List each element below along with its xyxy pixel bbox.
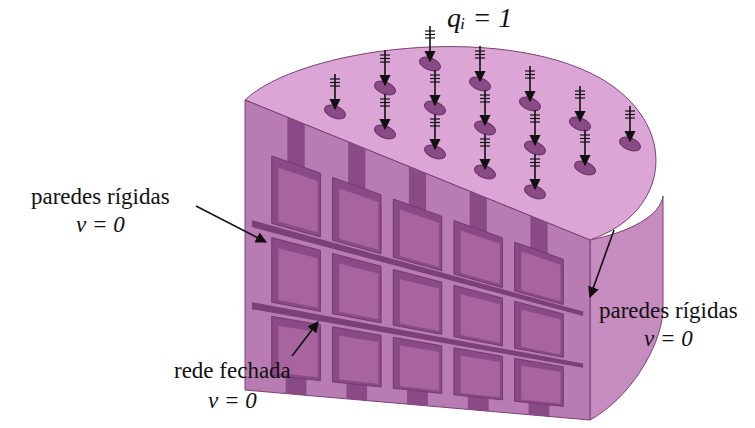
chamber-back-wall xyxy=(461,230,500,284)
flux-tick xyxy=(480,145,490,146)
chamber xyxy=(333,177,382,254)
chamber-back-wall xyxy=(521,251,560,301)
chamber xyxy=(272,238,321,312)
cut-face xyxy=(245,100,590,420)
chamber-back-wall xyxy=(400,279,439,331)
chamber xyxy=(515,242,564,305)
flux-tick xyxy=(625,114,635,115)
chamber-back-wall xyxy=(339,336,378,384)
flux-tick xyxy=(625,110,635,111)
chamber xyxy=(454,348,503,400)
flux-tick xyxy=(525,70,535,71)
chamber xyxy=(393,199,442,271)
chamber-back-wall xyxy=(461,356,500,398)
flux-tick xyxy=(580,138,590,139)
flux-tick xyxy=(480,138,490,139)
chamber-back-wall xyxy=(279,168,318,233)
boundary-condition-label: paredes rígidas xyxy=(31,184,170,210)
flux-tick xyxy=(380,105,390,106)
flux-tick xyxy=(475,50,485,51)
flux-tick xyxy=(580,134,590,135)
flux-tick xyxy=(575,90,585,91)
flux-tick xyxy=(330,82,340,83)
boundary-condition-label: v = 0 xyxy=(644,326,693,352)
boundary-condition-label: paredes rígidas xyxy=(599,298,738,324)
flux-tick xyxy=(480,94,490,95)
flux-tick xyxy=(480,142,490,143)
flux-tick xyxy=(380,61,390,62)
flux-tick xyxy=(530,121,540,122)
flux-tick xyxy=(525,77,535,78)
tube-cut xyxy=(409,167,426,211)
flux-tick xyxy=(425,37,435,38)
flux-tick xyxy=(530,165,540,166)
chamber xyxy=(454,221,503,288)
tube-cut xyxy=(470,191,487,232)
flux-tick xyxy=(530,162,540,163)
flux-tick xyxy=(380,102,390,103)
chamber-back-wall xyxy=(400,210,439,267)
flux-tick xyxy=(575,97,585,98)
tube-cut xyxy=(346,383,367,400)
flux-tick xyxy=(430,122,440,123)
chamber xyxy=(454,285,503,346)
flux-tick xyxy=(430,74,440,75)
flux-tick xyxy=(425,34,435,35)
leader-line xyxy=(590,230,614,297)
chamber xyxy=(333,327,382,387)
leader-lines xyxy=(196,206,614,356)
flux-tick xyxy=(330,78,340,79)
boundary-flux-label: qᵢ = 1 xyxy=(447,2,512,34)
chamber-back-wall xyxy=(400,346,439,391)
flux-tick xyxy=(380,54,390,55)
flux-tick xyxy=(475,54,485,55)
boundary-condition-label: rede fechada xyxy=(174,358,291,384)
flux-tick xyxy=(380,98,390,99)
flux-tick xyxy=(430,78,440,79)
chamber xyxy=(393,337,442,393)
tube-cut xyxy=(348,142,365,189)
chamber-back-wall xyxy=(339,264,378,320)
chamber xyxy=(333,253,382,323)
chamber xyxy=(393,269,442,334)
chamber-back-wall xyxy=(461,294,500,343)
chamber xyxy=(272,156,321,237)
cylinder-body xyxy=(245,47,663,420)
boundary-condition-label: v = 0 xyxy=(76,212,125,238)
flux-tick xyxy=(525,74,535,75)
flux-tick xyxy=(575,94,585,95)
chamber-back-wall xyxy=(279,248,318,307)
flux-tick xyxy=(530,158,540,159)
tube-cut xyxy=(530,216,547,254)
tube-cut xyxy=(407,390,428,406)
flux-tick xyxy=(480,101,490,102)
flux-tick xyxy=(425,30,435,31)
chamber xyxy=(515,358,564,406)
leader-line xyxy=(292,322,318,356)
leader-line xyxy=(196,206,266,242)
flux-tick xyxy=(530,118,540,119)
flux-tick xyxy=(475,57,485,58)
tube-cut xyxy=(287,117,304,167)
flux-tick xyxy=(430,81,440,82)
flux-tick xyxy=(430,118,440,119)
flux-tick xyxy=(580,141,590,142)
flux-tick xyxy=(380,58,390,59)
flux-arrows xyxy=(330,26,635,189)
chamber-back-wall xyxy=(339,189,378,250)
flux-tick xyxy=(530,114,540,115)
flux-tick xyxy=(330,85,340,86)
flux-tick xyxy=(625,117,635,118)
flux-tick xyxy=(480,98,490,99)
flux-tick xyxy=(430,125,440,126)
chamber-back-wall xyxy=(521,366,560,404)
chamber xyxy=(515,301,564,357)
boundary-condition-label: v = 0 xyxy=(208,388,257,414)
chamber-back-wall xyxy=(521,310,560,355)
